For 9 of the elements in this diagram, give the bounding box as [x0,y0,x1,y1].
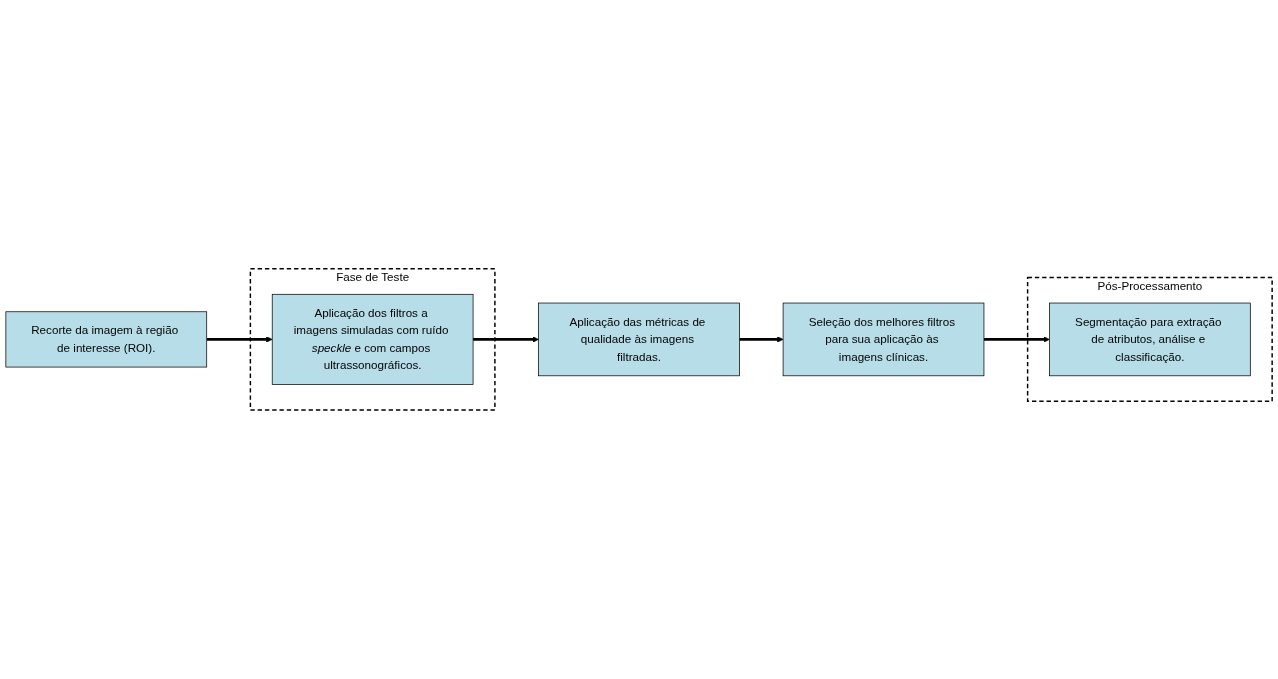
arrow [473,336,539,343]
node-box: Seleção dos melhores filtros para sua aplicação às imagens clínicas. [782,302,985,377]
node-box: Aplicação das métricas de qualidade às imagens filtradas. [538,302,740,377]
arrow [739,336,784,343]
arrow [206,336,273,343]
node-box: Aplicação dos filtros a imagens simuladas com ruído speckle e com campos ultrassonográficos. [271,294,474,385]
arrow [983,336,1050,343]
node-box: Recorte da imagem à região de interesse (ROI). [5,311,208,368]
node-box: Segmentação para extração de atributos, análise e classificação. [1049,302,1251,377]
